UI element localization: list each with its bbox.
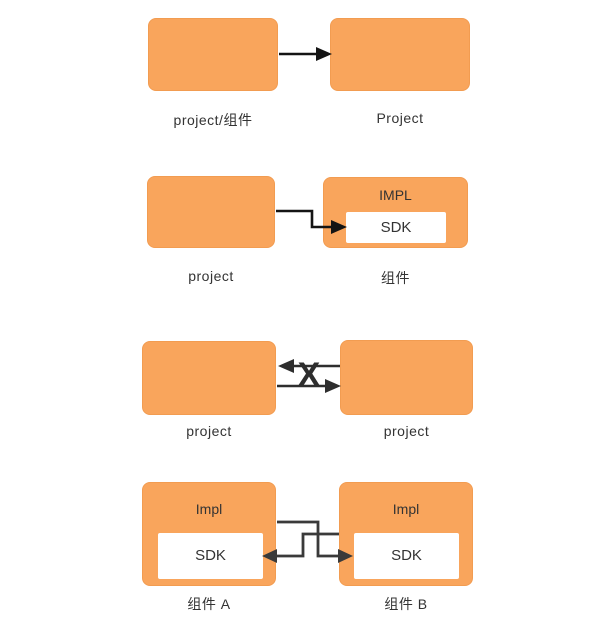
node-project-capital [330, 18, 470, 91]
caption-project-b: project [383, 423, 430, 439]
sdk-box-a: SDK [158, 533, 263, 579]
node-component-with-sdk: IMPL SDK [323, 177, 468, 248]
caption-component: 组件 [381, 270, 410, 286]
node-project-a [142, 341, 276, 415]
node-project-or-component [148, 18, 278, 91]
cross-mark: X [297, 356, 321, 394]
impl-label-b: Impl [392, 501, 420, 517]
caption-project-capital: Project [376, 110, 424, 126]
connector-arrow-right [279, 47, 332, 61]
caption-component-a: 组件 A [187, 596, 231, 612]
sdk-box-b: SDK [354, 533, 459, 579]
caption-project-a: project [186, 423, 232, 439]
caption-project-row2: project [188, 268, 234, 284]
node-project-b [340, 340, 473, 415]
node-component-b: Impl SDK [339, 482, 473, 586]
impl-label-a: Impl [195, 501, 223, 517]
impl-label: IMPL [379, 187, 412, 203]
caption-project-or-component: project/组件 [173, 112, 253, 128]
node-project-row2 [147, 176, 275, 248]
node-component-a: Impl SDK [142, 482, 276, 586]
sdk-box: SDK [346, 212, 446, 243]
caption-component-b: 组件 B [384, 596, 428, 612]
